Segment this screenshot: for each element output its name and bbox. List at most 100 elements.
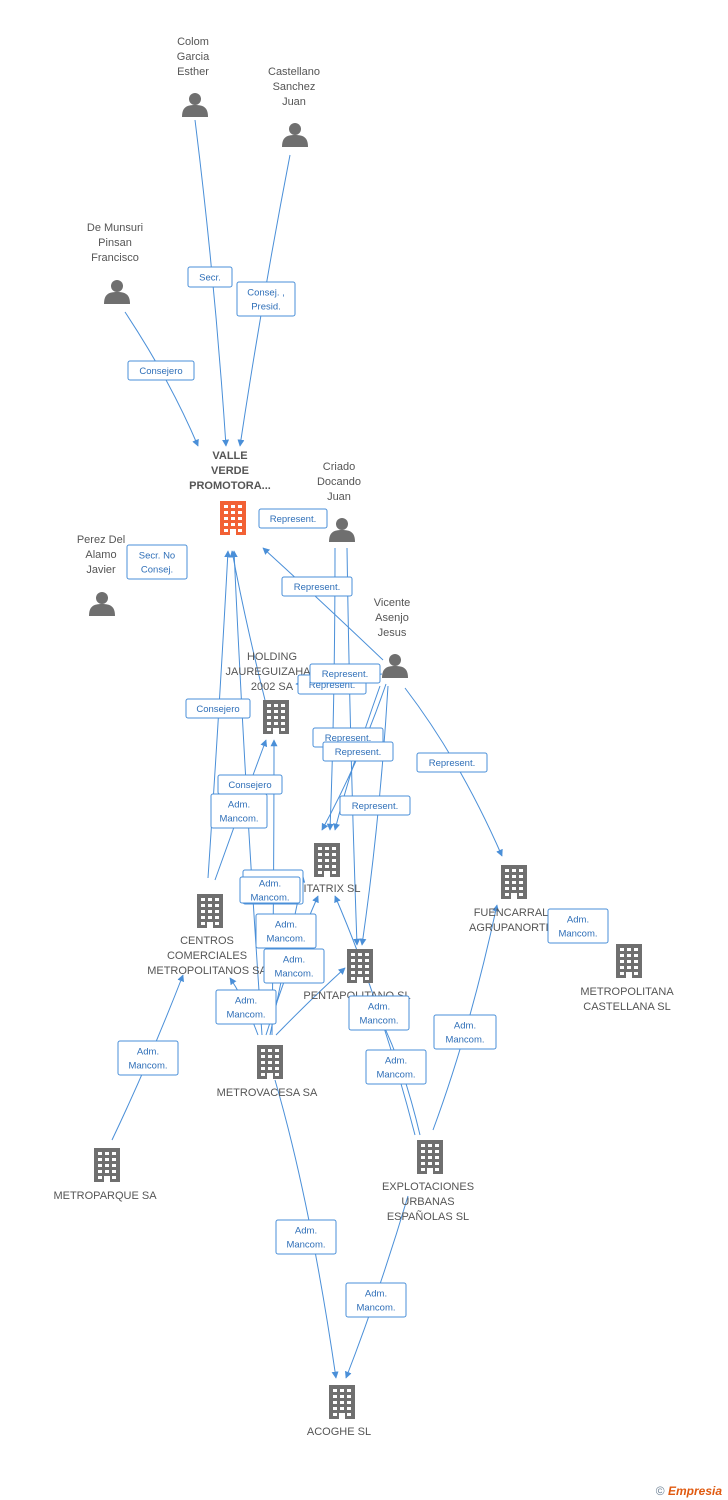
edge-label-text: Represent. [325,733,371,744]
edge-label-text: Represent. [335,747,381,758]
node-label-line: URBANAS [401,1196,454,1208]
node-label-line: ITATRIX SL [303,883,360,895]
node-label-line: PROMOTORA... [189,480,271,492]
edge-label-secr[interactable]: Secr. [187,266,233,288]
node-metroparque[interactable]: METROPARQUE SA [53,1148,157,1202]
edge-label-secr-no-consej[interactable]: Secr. No Consej. [126,544,188,580]
node-valle[interactable]: VALLEVERDEPROMOTORA... [189,450,271,535]
node-label-line: Esther [177,66,209,78]
edge-label-text: Secr. No [139,551,175,562]
node-acoghe[interactable]: ACOGHE SL [307,1385,371,1438]
edge-label-text: Mancom. [286,1240,325,1251]
building-icon [347,949,373,983]
node-label-line: Perez Del [77,534,125,546]
person-icon [104,280,130,304]
node-label-line: De Munsuri [87,222,143,234]
edge-label-text: Represent. [309,680,355,691]
edge-label-adm-metrovacesa-centros[interactable]: Adm.Mancom. [215,989,277,1025]
edge-label-text: Mancom. [250,893,289,904]
building-icon [94,1148,120,1182]
edge-label-text: Represent. [322,669,368,680]
edge-label-adm-explotaciones-fuencarral[interactable]: Adm. Mancom. [433,1014,497,1050]
edge-metrovacesa-acoghe [274,1079,339,1379]
edge-label-text: Mancom. [226,1010,265,1021]
edge-label-adm-fuencarral-metropolitana[interactable]: Adm. Mancom. [547,908,609,944]
node-label-line: ESPAÑOLAS SL [387,1210,469,1223]
edge-metrovacesa-pentapolitano [275,967,346,1036]
person-icon [382,654,408,678]
brand-logo[interactable]: Empresia [667,1484,722,1498]
edge-label-text: Adm. [567,915,589,926]
edge-label-adm-metrovacesa-acoghe[interactable]: Adm.Mancom. [275,1219,337,1255]
node-label-line: VALLE [212,450,247,462]
node-label-line: CASTELLANA SL [583,1001,670,1013]
edge-label-represent-holding-2[interactable]: Represent. [309,663,381,684]
edge-label-adm-metrovacesa-valle[interactable]: Adm.Mancom. [255,913,317,949]
person-icon [182,93,208,117]
edge-label-text: Adm. [454,1021,476,1032]
edge-label-text: Consej. [141,565,173,576]
edge-label-text: Mancom. [445,1035,484,1046]
node-label-line: Sanchez [273,81,316,93]
edge-label-adm-centros-holding[interactable]: Adm.Mancom. [210,793,268,829]
footer: © Empresia [656,1484,722,1498]
node-metrovacesa[interactable]: METROVACESA SA [217,1045,318,1099]
edge-label-text: Adm. [385,1056,407,1067]
edge-label-text: Mancom. [219,814,258,825]
edge-label-text: Consejero [228,780,271,791]
edge-label-consejero-demunsuri[interactable]: Consejero [127,360,195,381]
person-icon [89,592,115,616]
node-itatrix[interactable]: ITATRIX SL [303,843,361,895]
node-explotaciones[interactable]: EXPLOTACIONES URBANAS ESPAÑOLAS SL [382,1140,474,1223]
edge-vicente-itatrix-2 [333,685,381,831]
edge-label-adm-metrovacesa-itatrix-2[interactable]: Adm. Mancom. [239,876,301,904]
node-label-line: Alamo [85,549,116,561]
node-label-line: METROPOLITANOS SA [147,965,267,977]
edge-label-represent-fuencarral[interactable]: Represent. [416,752,488,773]
edge-label-consejero-centros[interactable]: Consejero [217,774,283,795]
edge-label-consejero-holding[interactable]: Consejero [185,698,251,719]
edge-label-adm-explotaciones-pentapolitano-2[interactable]: Adm.Mancom. [365,1049,427,1085]
edge-label-text: Adm. [259,879,281,890]
edge-label-consej-presid[interactable]: Consej. , Presid. [236,281,296,317]
edge-label-represent-itatrix-2[interactable]: Represent. [322,741,394,762]
edge-label-represent-vicente-valle[interactable]: Represent. [281,576,353,597]
building-icon [417,1140,443,1174]
edge-label-adm-explotaciones-acoghe[interactable]: Adm.Mancom. [345,1282,407,1318]
node-label-line: METROVACESA SA [217,1087,318,1099]
building-icon [329,1385,355,1419]
edge-label-adm-metrovacesa-pentapolitano[interactable]: Adm.Mancom. [263,948,325,984]
edge-label-text: Mancom. [558,929,597,940]
node-label-line: EXPLOTACIONES [382,1181,474,1193]
building-icon [220,501,246,535]
node-label-line: Asenjo [375,612,409,624]
building-icon [501,865,527,899]
edge-label-adm-explotaciones-pentapolitano-1[interactable]: Adm.Mancom. [348,995,410,1031]
node-label-line: Juan [282,96,306,108]
node-label-line: 2002 SA [251,681,294,693]
node-label-line: Vicente [374,597,411,609]
node-label-line: JAUREGUIZAHAR [226,666,319,678]
edge-label-text: Presid. [251,302,281,313]
copyright-symbol: © [655,1484,665,1498]
edge-label-represent-criado[interactable]: Represent. [258,508,328,529]
building-icon [616,944,642,978]
edge-label-text: Represent. [352,801,398,812]
node-label-line: FUENCARRAL [474,907,549,919]
edge-label-adm-metroparque-centros[interactable]: Adm.Mancom. [117,1040,179,1076]
edge-label-text: Consej. , [247,288,285,299]
edge-label-text: Adm. [275,920,297,931]
edge-label-represent-pentapolitano[interactable]: Represent. [339,795,411,816]
edge-label-text: Mancom. [359,1016,398,1027]
